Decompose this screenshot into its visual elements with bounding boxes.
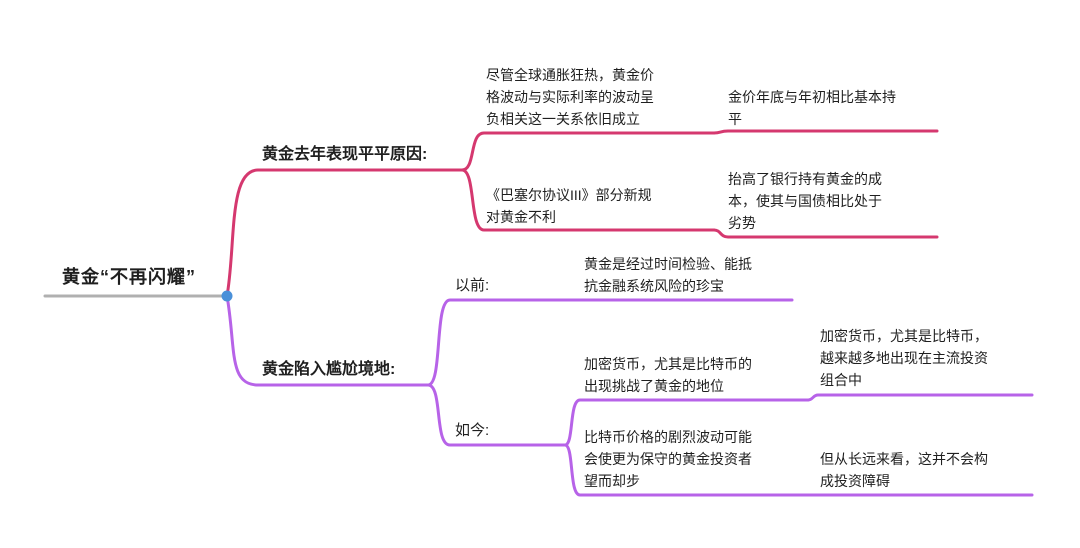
edge-bottom-branch-to-before bbox=[426, 298, 567, 387]
edge-now-to-volatility bbox=[563, 443, 810, 497]
edge-bottom-branch-to-now bbox=[426, 383, 567, 447]
node-bitcoin-volatility[interactable]: 比特币价格的剧烈波动可能会使更为保守的黄金投资者望而却步 bbox=[584, 429, 752, 489]
edge-top-child1-to-detail bbox=[712, 129, 939, 135]
edge-root-to-bottom-branch bbox=[225, 294, 430, 387]
node-root-title[interactable]: 黄金“不再闪耀” bbox=[62, 267, 196, 287]
edge-top-branch-to-child1 bbox=[460, 131, 716, 172]
node-basel-rules[interactable]: 《巴塞尔协议III》部分新规对黄金不利 bbox=[486, 187, 652, 225]
edge-crypto-to-detail bbox=[806, 393, 1034, 402]
root-node-dot[interactable] bbox=[221, 290, 233, 302]
node-crypto-mainstream-detail[interactable]: 加密货币，尤其是比特币，越来越多地出现在主流投资组合中 bbox=[820, 328, 988, 388]
edge-root-to-top-branch bbox=[225, 168, 464, 298]
node-price-flat-detail[interactable]: 金价年底与年初相比基本持平 bbox=[728, 89, 896, 127]
node-longterm-detail[interactable]: 但从长远来看，这并不会构成投资障碍 bbox=[820, 451, 988, 489]
edge-top-child2-to-detail bbox=[712, 228, 939, 239]
node-bottom-branch-label[interactable]: 黄金陷入尴尬境地: bbox=[262, 361, 396, 378]
edge-now-to-crypto bbox=[563, 398, 810, 447]
node-before-label[interactable]: 以前: bbox=[455, 277, 490, 294]
node-inflation-correlation[interactable]: 尽管全球通胀狂热，黄金价格波动与实际利率的波动呈负相关这一关系依旧成立 bbox=[486, 67, 654, 127]
node-bank-cost-detail[interactable]: 抬高了银行持有黄金的成本，使其与国债相比处于劣势 bbox=[728, 171, 882, 231]
node-top-branch-label[interactable]: 黄金去年表现平平原因: bbox=[262, 146, 428, 163]
node-crypto-challenge[interactable]: 加密货币，尤其是比特币的出现挑战了黄金的地位 bbox=[584, 356, 752, 394]
node-time-tested-detail[interactable]: 黄金是经过时间检验、能抵抗金融系统风险的珍宝 bbox=[584, 256, 752, 294]
edge-top-branch-to-child2 bbox=[460, 168, 716, 232]
node-now-label[interactable]: 如今: bbox=[455, 422, 490, 439]
